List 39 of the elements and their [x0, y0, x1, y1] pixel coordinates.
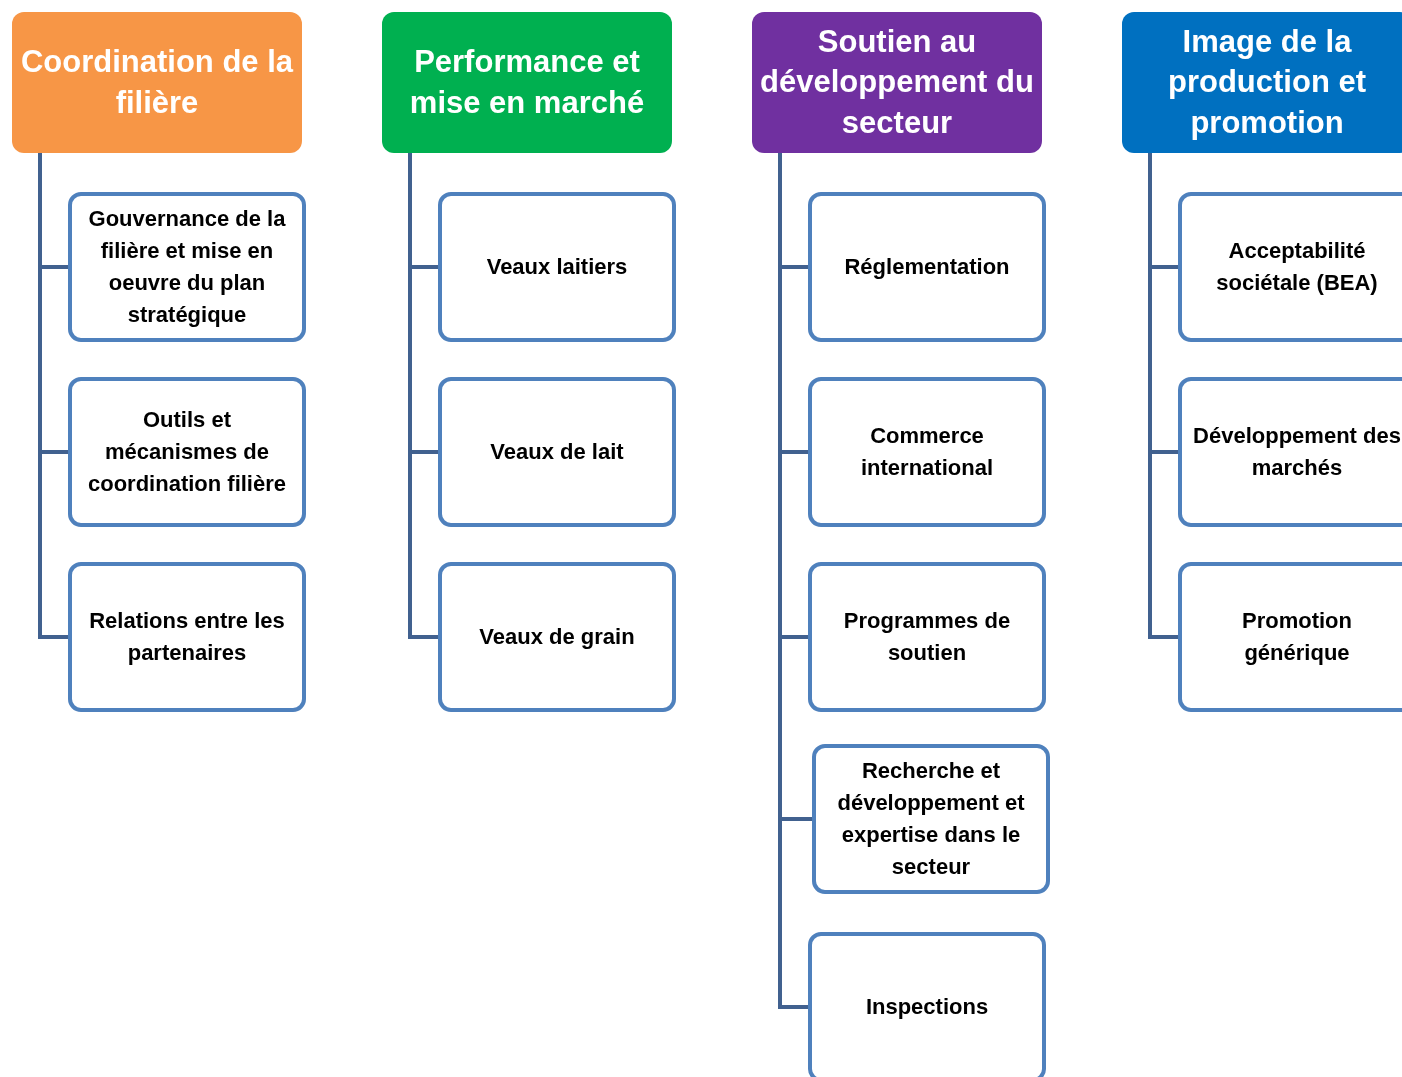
category-header — [12, 12, 302, 153]
connector-line — [38, 153, 68, 639]
topic-box — [438, 562, 676, 712]
topic-label: Programmes de soutien — [842, 607, 1012, 667]
topic-box — [808, 932, 1046, 1077]
category-header — [752, 12, 1042, 153]
topic-label: Développement des marchés — [1192, 422, 1402, 482]
topic-box — [68, 562, 306, 712]
category-header — [382, 12, 672, 153]
topic-box — [1178, 377, 1402, 527]
category-title: Soutien au développement du secteur — [760, 23, 1034, 142]
topic-label: Promotion générique — [1241, 607, 1353, 667]
topic-box — [438, 377, 676, 527]
topic-label: Gouvernance de la filière et mise en oeuvre du plan stratégique — [87, 205, 287, 329]
category-title: Performance et mise en marché — [408, 43, 646, 122]
topic-label: Réglementation — [844, 253, 1010, 282]
topic-box — [808, 192, 1046, 342]
topic-label: Veaux laitiers — [486, 253, 628, 282]
topic-box — [1178, 192, 1402, 342]
topic-label: Relations entre les partenaires — [88, 607, 286, 667]
topic-box — [1178, 562, 1402, 712]
category-header — [1122, 12, 1402, 153]
topic-label: Commerce international — [860, 422, 994, 482]
topic-box — [812, 744, 1050, 894]
topic-label: Acceptabilité sociétale (BEA) — [1215, 237, 1379, 297]
category-title: Image de la production et promotion — [1166, 23, 1367, 142]
connector-line — [1148, 153, 1178, 639]
topic-label: Veaux de lait — [490, 438, 624, 467]
topic-label: Inspections — [865, 993, 989, 1022]
topic-label: Recherche et développement et expertise dans le secteur — [836, 757, 1026, 881]
topic-label: Veaux de grain — [479, 623, 635, 652]
topic-box — [68, 377, 306, 527]
topic-box — [808, 377, 1046, 527]
topic-box — [808, 562, 1046, 712]
topic-box — [68, 192, 306, 342]
connector-line — [408, 153, 438, 639]
category-title: Coordination de la filière — [20, 43, 294, 122]
topic-label: Outils et mécanismes de coordination filière — [87, 406, 287, 498]
topic-box — [438, 192, 676, 342]
